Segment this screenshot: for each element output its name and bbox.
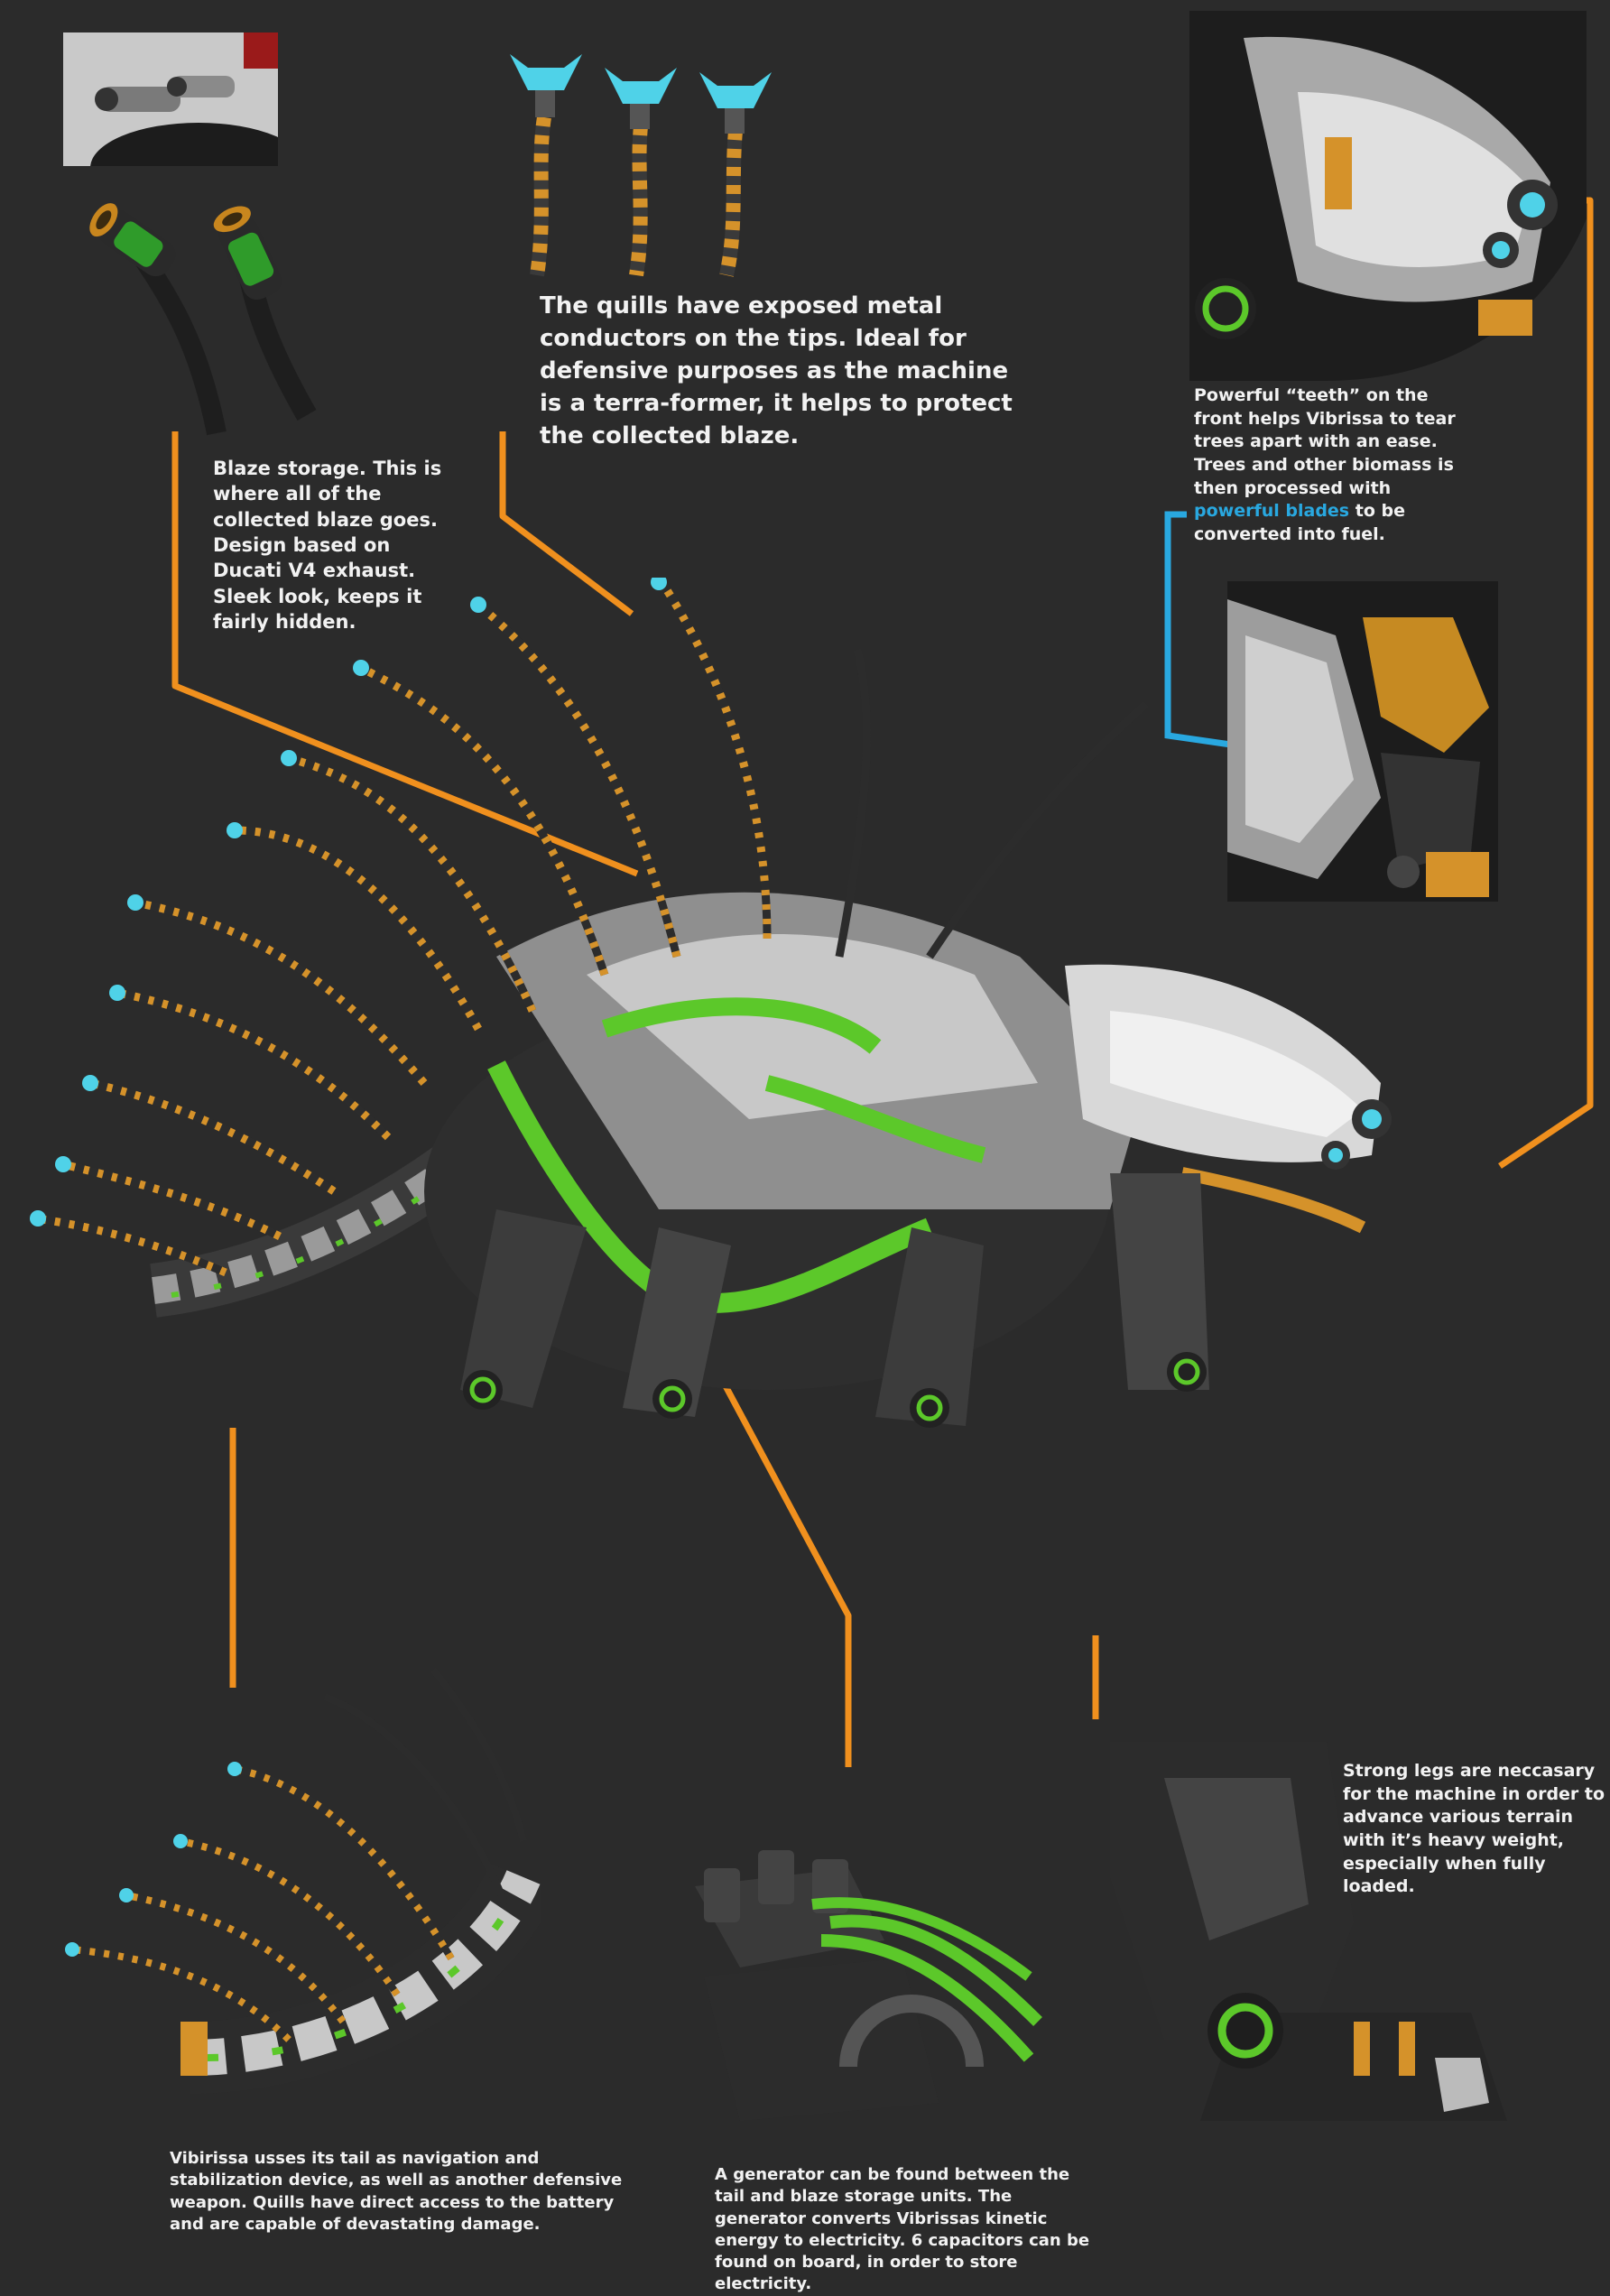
exhaust-photo-art [63, 32, 278, 166]
teeth-caption-highlight: powerful blades [1194, 501, 1350, 522]
leg-detail-render [1110, 1742, 1507, 2121]
quills-caption: The quills have exposed metal conductors… [540, 292, 1013, 449]
quill-tip-2 [605, 68, 677, 277]
generator-detail-render [695, 1850, 1042, 2121]
teeth-caption: Powerful “teeth” on the front helps Vibr… [1194, 384, 1465, 546]
legs-caption: Strong legs are neccasary for the machin… [1343, 1761, 1605, 1897]
head-detail-art [1189, 11, 1587, 381]
vibrissa-machine-render [30, 578, 1392, 1428]
tail-detail-render [65, 1667, 541, 2094]
generator-caption: A generator can be found between the tai… [715, 2165, 1090, 2294]
teeth-caption-part1: Powerful “teeth” on the front helps Vibr… [1194, 385, 1456, 498]
quill-tip-3 [699, 72, 772, 277]
blaze-storage-render [89, 203, 317, 436]
exhaust-reference-photo [63, 32, 278, 166]
callout-line-blaze [171, 431, 639, 877]
machine-quills [35, 578, 1149, 1277]
quill-tip-1 [510, 54, 582, 277]
head-teeth-detail [1189, 11, 1587, 381]
tail-caption: Vibirissa usses its tail as navigation a… [170, 2149, 623, 2234]
teeth-caption-part2: to be converted into fuel. [1194, 501, 1405, 544]
machine-legs [460, 1173, 1209, 1428]
blades-detail [1227, 581, 1498, 902]
quill-cyan-tips [30, 578, 667, 1227]
blades-detail-art [1227, 581, 1498, 902]
blaze-caption: Blaze storage. This is where all of the … [213, 458, 442, 634]
callout-line-quills [499, 431, 634, 616]
quill-tips-render [510, 54, 772, 277]
